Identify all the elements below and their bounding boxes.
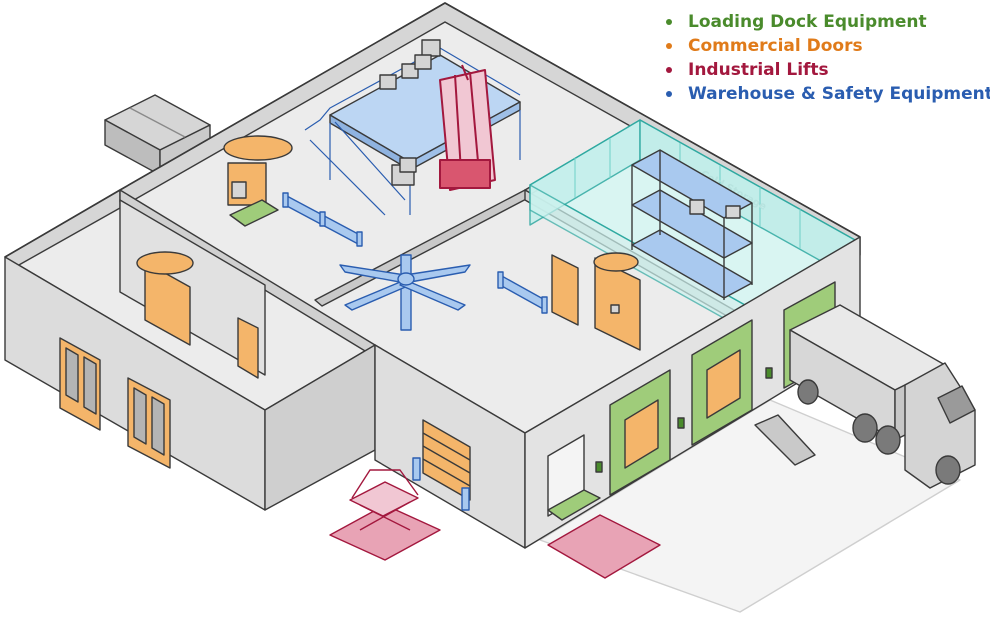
bullet-icon — [666, 19, 672, 25]
bullet-icon — [666, 43, 672, 49]
dock-shelter-2 — [691, 319, 753, 446]
legend-item-warehouse-safety: Warehouse & Safety Equipment — [664, 82, 990, 106]
legend-label: Loading Dock Equipment — [688, 12, 927, 32]
overhead-door-front — [422, 419, 471, 501]
man-door-left — [237, 317, 259, 379]
legend-label: Warehouse & Safety Equipment — [688, 84, 990, 104]
storage-shelving — [631, 149, 753, 300]
bollard-front-2 — [461, 487, 470, 511]
legend-item-industrial-lifts: Industrial Lifts — [664, 58, 990, 82]
double-door-front-2 — [127, 377, 171, 469]
vertical-lift — [439, 64, 496, 191]
bullet-icon — [666, 91, 672, 97]
left-room-wall — [119, 199, 266, 376]
legend-item-commercial-doors: Commercial Doors — [664, 34, 990, 58]
dock-indicator-lights — [595, 367, 773, 473]
legend: Loading Dock Equipment Commercial Doors … — [664, 10, 990, 106]
double-door-front-1 — [59, 337, 101, 431]
ceiling-fan — [339, 254, 471, 331]
legend-label: Industrial Lifts — [688, 60, 829, 80]
dock-plate — [547, 514, 661, 579]
truck-restraint — [754, 414, 816, 466]
legend-label: Commercial Doors — [688, 36, 863, 56]
rolling-door-center — [593, 252, 641, 351]
dock-shelter-1 — [609, 369, 671, 496]
scissor-lift — [329, 469, 441, 561]
dock-leveler-back — [229, 199, 279, 227]
rolling-door-back — [223, 135, 293, 206]
dock-door-1 — [547, 434, 601, 521]
truck — [789, 304, 976, 489]
guardrail-center — [497, 271, 548, 314]
legend-item-loading-dock: Loading Dock Equipment — [664, 10, 990, 34]
roof-outline — [4, 2, 861, 258]
swing-door-center — [551, 254, 579, 326]
guardrail-back — [282, 192, 363, 247]
bullet-icon — [666, 67, 672, 73]
rolling-door-left — [136, 251, 194, 346]
bollard-front — [412, 457, 421, 481]
